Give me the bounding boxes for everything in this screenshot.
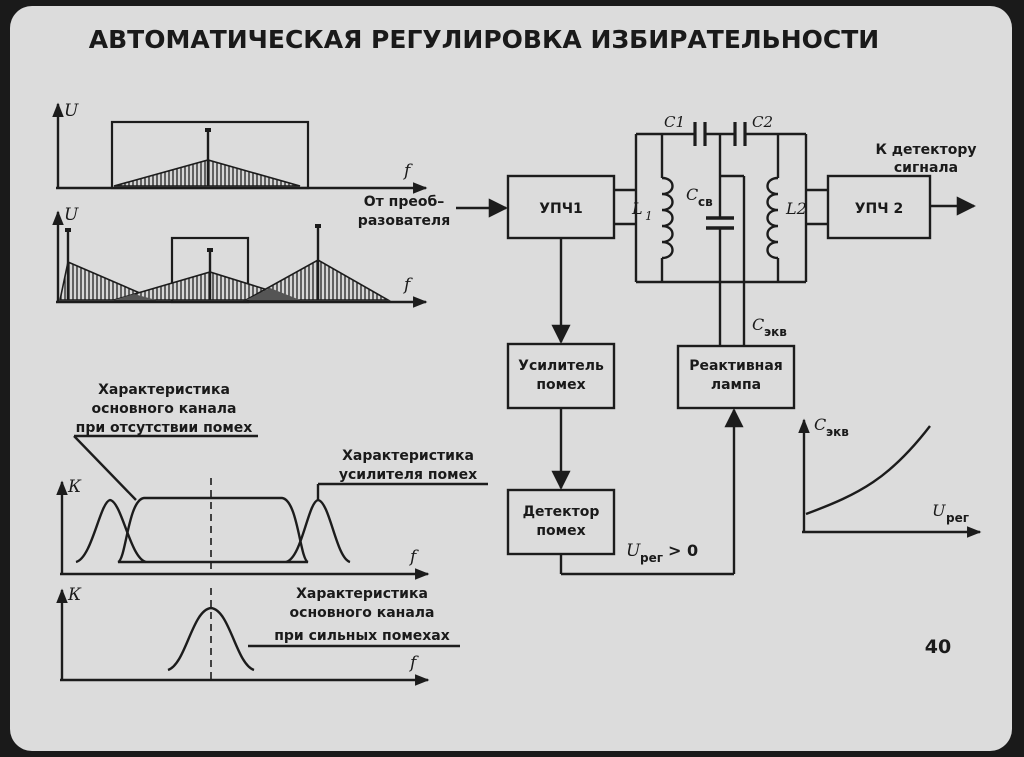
spectrum2-left-interference: [59, 260, 157, 301]
spectrum1-passband: [110, 120, 310, 190]
k2-f-label: f: [408, 653, 419, 673]
main-channel-label-1: Характеристика: [98, 382, 230, 398]
reactive-lamp-block: [676, 344, 796, 410]
interference-amp-curve-right: [285, 498, 351, 564]
l2-label: L2: [785, 199, 807, 218]
k2-label: К: [67, 585, 82, 605]
spectrum2-passband: [170, 236, 250, 304]
spectrum2-u-label: U: [64, 205, 79, 225]
amp-label-2: усилителя помех: [339, 467, 477, 483]
l1-coil: [661, 176, 674, 260]
noise-amp-block: [506, 342, 616, 410]
noise-det-label-2: помех: [536, 523, 585, 539]
page-number: 40: [925, 636, 951, 658]
input-label-1: От преоб–: [364, 194, 444, 210]
k-curves-strong-interference: К f Характеристика основного канала при …: [56, 585, 460, 686]
ureg-subscript: рег: [640, 551, 663, 565]
cekv-graph-y-sub: экв: [826, 425, 849, 439]
c1-label: C1: [664, 113, 685, 131]
noise-detector-block: [506, 488, 616, 556]
noise-amp-label-1: Усилитель: [518, 358, 604, 374]
spectrum1-u-label: U: [64, 101, 79, 121]
output-label-1: К детектору: [875, 142, 976, 158]
strong-label-2: основного канала: [290, 605, 435, 621]
spectrum-graph-single: U f: [52, 101, 428, 194]
upch1-label: УПЧ1: [539, 201, 583, 217]
reactive-label-1: Реактивная: [689, 358, 783, 374]
spectrum2-signal-spectrum: [113, 271, 301, 301]
main-channel-label-2: основного канала: [92, 401, 237, 417]
main-channel-curve: [117, 496, 309, 564]
cekv-graph-x-label: U: [932, 501, 946, 520]
l2-coil: [766, 176, 779, 260]
ccv-subscript: св: [698, 195, 713, 209]
strong-label-3: при сильных помехах: [274, 628, 450, 644]
strong-label-1: Характеристика: [296, 586, 428, 602]
output-label-2: сигнала: [894, 160, 958, 176]
interference-amp-curve-left: [75, 498, 147, 564]
slide-title: АВТОМАТИЧЕСКАЯ РЕГУЛИРОВКА ИЗБИРАТЕЛЬНОС…: [89, 25, 879, 54]
main-channel-label-3: при отсутствии помех: [76, 420, 253, 436]
spectrum2-f-label: f: [402, 275, 413, 295]
k1-f-label: f: [408, 547, 419, 567]
ccv-label: C: [686, 185, 698, 204]
strong-interference-curve: [167, 606, 255, 672]
cekv-subscript: экв: [764, 325, 787, 339]
ureg-label: U: [626, 541, 641, 561]
k1-label: К: [67, 477, 82, 497]
cekv-graph: C экв U рег: [798, 415, 982, 538]
spectrum-graph-with-interference: U f: [52, 205, 428, 308]
k-curves-no-interference: К f Характеристика основного канала при …: [56, 382, 488, 580]
l1-label: L: [631, 199, 643, 218]
c2-label: C2: [752, 113, 773, 131]
amp-label-1: Характеристика: [342, 448, 474, 464]
cekv-graph-x-sub: рег: [946, 511, 969, 525]
cekv-curve: [805, 425, 931, 516]
reactive-label-2: лампа: [711, 377, 761, 393]
cekv-label: C: [752, 315, 764, 334]
input-label-2: разователя: [358, 213, 450, 229]
cekv-graph-y-label: C: [814, 415, 826, 434]
block-diagram: От преоб– разователя УПЧ1 C1 C2 L 1 C с: [358, 113, 977, 576]
noise-det-label-1: Детектор: [523, 504, 600, 520]
upch2-label: УПЧ 2: [855, 201, 903, 217]
spectrum1-f-label: f: [402, 161, 413, 181]
ureg-condition: > 0: [668, 541, 698, 560]
upch1-block: [506, 174, 616, 240]
l1-subscript: 1: [645, 209, 653, 223]
noise-amp-label-2: помех: [536, 377, 585, 393]
